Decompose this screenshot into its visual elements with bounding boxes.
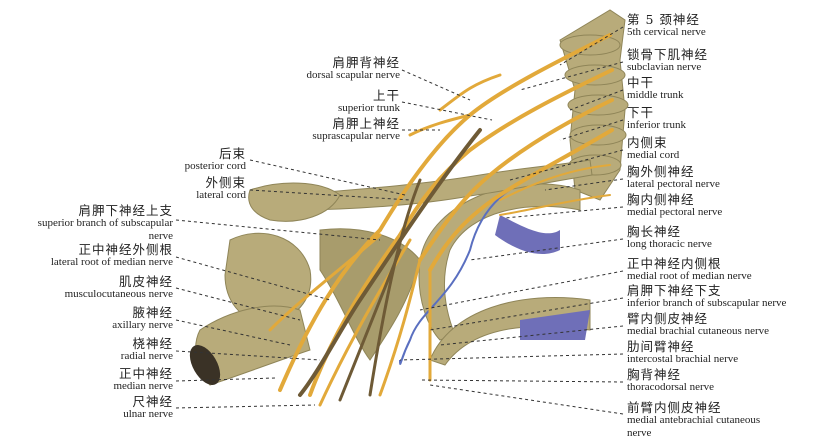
label-en: lateral cord: [196, 189, 246, 201]
label-en: axillary nerve: [112, 319, 173, 331]
label-en: lateral root of median nerve: [50, 256, 173, 268]
label-zh: 锁骨下肌神经: [627, 47, 709, 62]
label-en: suprascapular nerve: [312, 130, 400, 142]
label-en: dorsal scapular nerve: [306, 69, 400, 81]
label-en: posterior cord: [184, 160, 246, 172]
leader-lines: [175, 26, 624, 415]
label-en: median nerve: [113, 380, 173, 392]
label-zh: 下干: [627, 105, 655, 120]
label-en: medial pectoral nerve: [627, 206, 723, 218]
label-en: nerve: [627, 427, 652, 439]
label-en: medial brachial cutaneous nerve: [627, 325, 770, 337]
label-zh: 臂内侧皮神经: [627, 311, 709, 326]
label-zh: 正中神经外侧根: [78, 242, 173, 257]
label-zh: 后束: [218, 146, 246, 161]
label-zh: 外侧束: [205, 175, 246, 190]
label-en: subclavian nerve: [627, 61, 702, 73]
label-zh: 尺神经: [132, 394, 173, 409]
label-zh: 肩胛下神经下支: [627, 283, 722, 298]
first-rib: [418, 183, 581, 341]
acromion: [248, 182, 341, 222]
label-zh: 肩胛上神经: [332, 116, 400, 131]
label-en: 5th cervical nerve: [627, 26, 706, 38]
label-en: musculocutaneous nerve: [64, 288, 173, 300]
label-zh: 上干: [372, 88, 400, 103]
label-en: superior branch of subscapular: [37, 217, 173, 229]
humerus-head: [224, 232, 312, 326]
label-en: medial root of median nerve: [627, 270, 752, 282]
label-en: inferior branch of subscapular nerve: [627, 297, 787, 309]
label-en: inferior trunk: [627, 119, 686, 131]
label-zh: 肩胛下神经上支: [78, 203, 173, 218]
label-zh: 腋神经: [132, 305, 173, 320]
label-zh: 中干: [627, 75, 655, 90]
label-zh: 肩胛背神经: [332, 55, 400, 70]
dark-nerves: [298, 128, 482, 402]
label-zh: 胸背神经: [627, 367, 682, 382]
label-zh: 肌皮神经: [118, 274, 173, 289]
label-zh: 桡神经: [132, 336, 173, 351]
costal-cartilage-1: [495, 215, 560, 255]
label-en: medial cord: [627, 149, 680, 161]
label-en: middle trunk: [627, 89, 684, 101]
label-en: thoracodorsal nerve: [627, 381, 715, 393]
label-en: lateral pectoral nerve: [627, 178, 720, 190]
label-zh: 胸内侧神经: [627, 192, 695, 207]
label-zh: 胸外侧神经: [627, 164, 695, 179]
label-zh: 正中神经: [118, 366, 173, 381]
label-en: long thoracic nerve: [627, 238, 712, 250]
label-en: intercostal brachial nerve: [627, 353, 739, 365]
label-en: medial antebrachial cutaneous: [627, 414, 761, 426]
label-en: radial nerve: [120, 350, 173, 362]
label-zh: 内侧束: [627, 135, 668, 150]
label-en: nerve: [148, 230, 173, 242]
costal-cartilage-2: [520, 310, 590, 340]
label-en: ulnar nerve: [123, 408, 173, 420]
label-zh: 前臂内侧皮神经: [627, 400, 722, 415]
nerves: [268, 33, 614, 407]
label-en: superior trunk: [337, 102, 400, 114]
label-zh: 胸长神经: [627, 224, 682, 239]
label-zh: 肋间臂神经: [627, 339, 695, 354]
label-zh: 第 5 颈神经: [627, 12, 700, 27]
humerus-cut-end: [189, 345, 221, 385]
label-zh: 正中神经内侧根: [627, 256, 722, 271]
